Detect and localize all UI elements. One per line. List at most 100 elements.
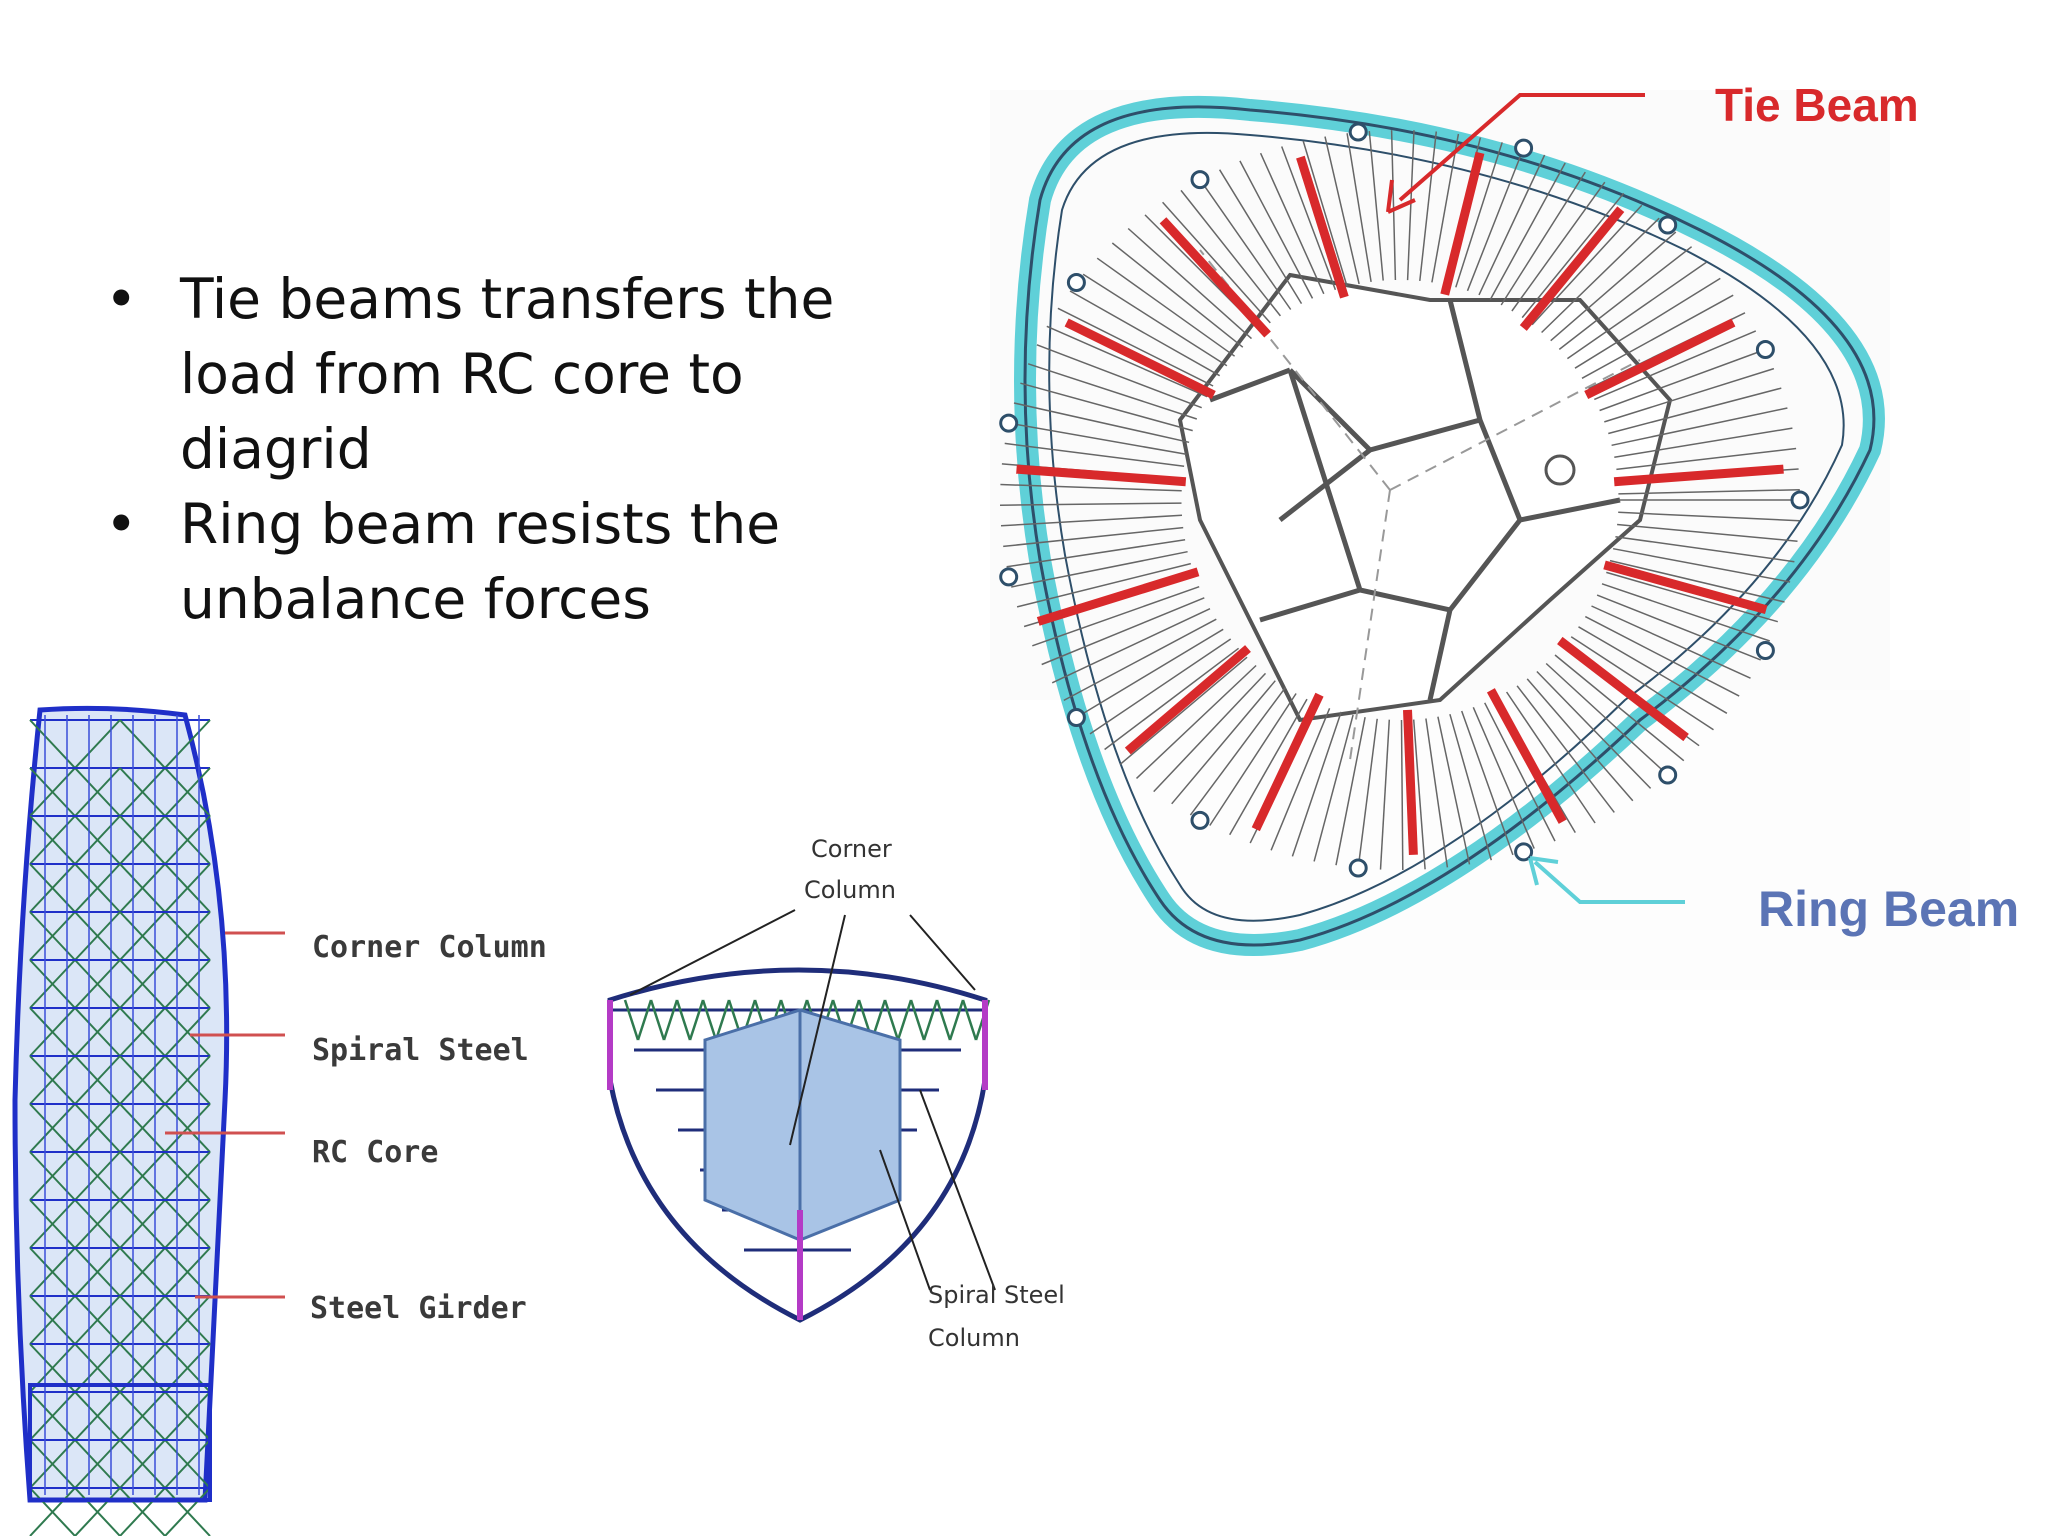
tie-beam-label: Tie Beam: [1715, 79, 1919, 131]
floor-joist: [1449, 713, 1493, 861]
floor-joist: [1617, 523, 1798, 542]
floor-joist: [1063, 618, 1217, 702]
section-diagonal: [948, 999, 965, 1041]
floor-joist: [1545, 662, 1669, 776]
tie-beam: [1403, 709, 1418, 855]
corner-column-label: Corner Column: [312, 930, 547, 965]
floor-joist: [1599, 348, 1766, 412]
floor-joist: [1516, 685, 1615, 813]
section-diagonal: [883, 999, 900, 1041]
tie-beam: [1557, 636, 1689, 742]
section-diagonal: [701, 999, 718, 1041]
floor-joist: [1368, 131, 1384, 281]
floor-joist: [1584, 615, 1740, 697]
ring-node: [1514, 138, 1534, 158]
floor-joist: [1209, 693, 1297, 826]
tie-beam: [1296, 155, 1349, 299]
tie-beam: [1440, 151, 1485, 296]
section-diagonal: [649, 999, 666, 1041]
section-spiral-label-line1: Spiral Steel: [928, 1281, 1065, 1309]
floor-joist: [1541, 217, 1660, 334]
section-corner-label-line1: Corner: [811, 835, 892, 863]
ring-node: [1190, 170, 1210, 190]
tie-beam: [1036, 567, 1200, 626]
section-diagonal: [662, 999, 679, 1041]
ring-node: [1190, 810, 1210, 830]
floor-joist: [1609, 559, 1785, 603]
floor-joist: [1127, 227, 1252, 340]
bullet-dot: •: [105, 492, 138, 556]
floor-joist: [1357, 718, 1378, 869]
floor-joist: [1003, 526, 1184, 548]
floor-joist: [1466, 147, 1525, 292]
floor-joist: [1521, 192, 1625, 319]
ring-node: [1348, 858, 1368, 878]
floor-joist: [1618, 488, 1800, 495]
section-diagonal: [636, 999, 653, 1041]
floor-joist: [1566, 261, 1707, 360]
tower-elevation-diagram: [12, 705, 285, 1536]
floor-joist: [1614, 427, 1793, 459]
floor-joist: [1180, 189, 1281, 317]
tie-beam: [1486, 688, 1567, 824]
tower-diagonal: [119, 1487, 167, 1536]
floor-joist: [1526, 678, 1634, 802]
floor-joist: [1239, 160, 1314, 299]
tie-beam: [1124, 645, 1251, 755]
ring-node: [999, 413, 1019, 433]
floor-joist: [1604, 367, 1775, 423]
floor-joist: [1270, 708, 1331, 851]
tie-beam: [1584, 318, 1736, 400]
floor-joist: [1171, 680, 1276, 805]
tower-base: [28, 1383, 212, 1502]
floor-joist: [1153, 672, 1267, 793]
section-diagonal: [909, 999, 926, 1041]
tie-beam-arrowhead-icon: [1386, 179, 1416, 214]
floor-joist: [1596, 594, 1761, 661]
section-diagonal: [896, 999, 913, 1041]
floor-joist: [1000, 514, 1183, 527]
floor-joist: [1280, 146, 1337, 291]
bullet-text: Tie beams transfers the load from RC cor…: [180, 267, 835, 481]
floor-joist: [1006, 538, 1186, 568]
floor-joist: [1135, 664, 1257, 779]
floor-joist: [1020, 382, 1193, 432]
spiral-steel-leader-lines: [879, 1089, 996, 1291]
section-spiral-label-line2: Column: [928, 1324, 1020, 1352]
tie-beam: [1519, 206, 1625, 331]
floor-joist: [1511, 181, 1606, 312]
section-3d-diagram: [607, 909, 996, 1323]
floor-joist: [1199, 179, 1292, 310]
floor-joist: [1313, 714, 1354, 862]
floor-joist: [1036, 344, 1202, 409]
floor-joist: [1069, 290, 1221, 377]
floor-joist: [1536, 670, 1652, 789]
steel-girder-label: Steel Girder: [310, 1291, 527, 1326]
floor-joist: [1229, 698, 1308, 836]
floor-joist: [1554, 654, 1685, 762]
floor-joist: [1550, 231, 1677, 342]
ring-beam-callout-arrow: [1533, 860, 1685, 904]
floor-joist: [1027, 363, 1198, 420]
floor-joist: [1008, 422, 1187, 456]
floor-joist: [1259, 152, 1325, 295]
ring-beam-nodes: [999, 122, 1810, 878]
floor-joist: [1431, 133, 1460, 283]
floor-joist: [1051, 608, 1211, 684]
section-core: [703, 1008, 902, 1242]
spiral-steel-label: Spiral Steel: [312, 1033, 529, 1068]
plan-dashed-guides: [1199, 249, 1641, 761]
ring-node: [1658, 215, 1678, 235]
floor-joist: [1004, 442, 1185, 468]
tie-beams: [1016, 151, 1784, 855]
ring-beam-label: Ring Beam: [1758, 881, 2020, 937]
floor-joist: [1000, 483, 1182, 492]
section-diagonal: [714, 999, 731, 1041]
tie-beam: [1251, 692, 1324, 832]
floor-joist: [1612, 547, 1791, 583]
ring-node: [999, 567, 1019, 587]
floor-joist: [1594, 330, 1757, 401]
ring-beam-inner-edge: [1048, 131, 1845, 922]
floor-joist: [1089, 638, 1232, 735]
